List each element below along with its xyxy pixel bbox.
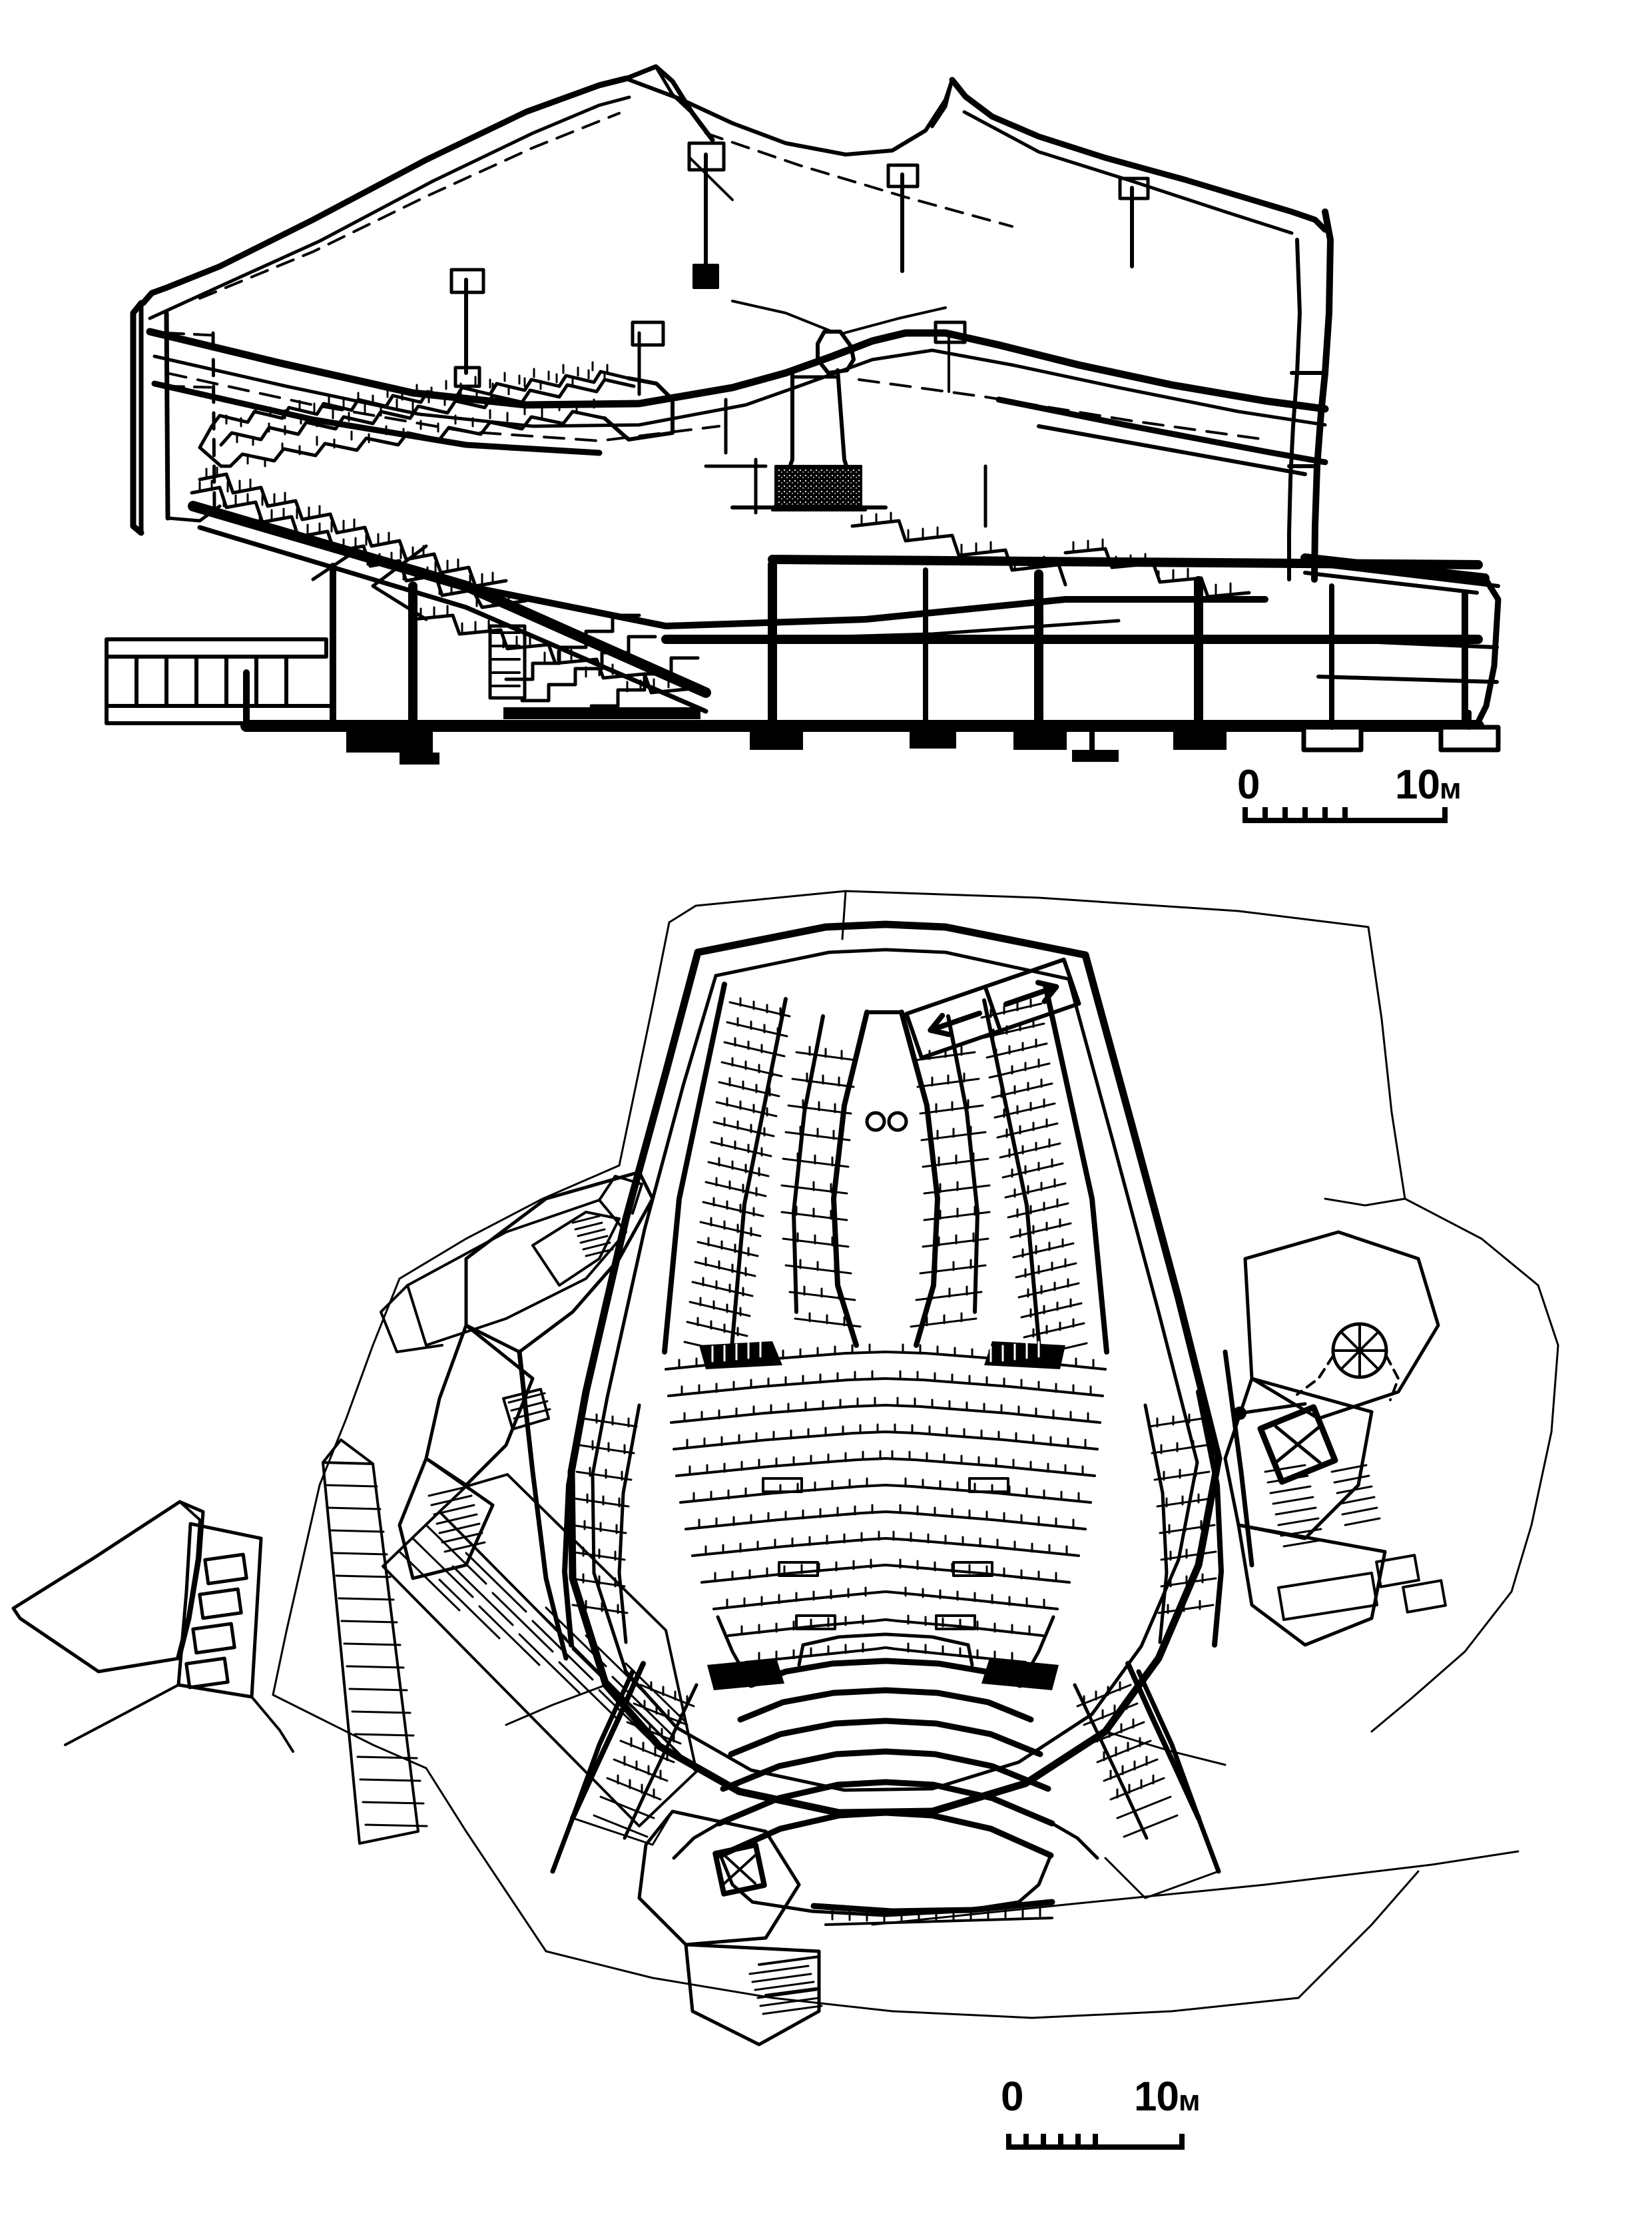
plan-scale-bar (989, 2123, 1268, 2170)
section-scale-end-label: 10м (1395, 762, 1462, 808)
section-scale-end-value: 10 (1395, 762, 1440, 808)
section-scale-bar (1225, 796, 1505, 843)
section-scale-unit: м (1439, 773, 1462, 805)
seating-block-left-inner (780, 1014, 862, 1328)
raked-floor-slab (188, 501, 1268, 714)
plan-scale-end-label: 10м (1134, 2074, 1201, 2120)
left-hatched-ramp (322, 1438, 428, 1845)
plan-geometry (11, 890, 1559, 2047)
right-end-wall (1287, 208, 1334, 583)
outbuilding-openings (184, 1552, 248, 1690)
roof-structure (140, 64, 1328, 320)
balcony-fascia (151, 380, 1328, 476)
gallery-block-left (562, 1389, 641, 1648)
south-lobby (637, 1809, 1055, 2047)
seating-block-upper-right (980, 983, 1109, 1359)
spiral-stair-icon (1296, 1322, 1400, 1401)
west-foyer (398, 1170, 655, 1580)
east-foyer (712, 1230, 1447, 1897)
gallery-block-right (1143, 1389, 1224, 1648)
section-geometry (105, 64, 1502, 765)
right-wing-floors (1316, 563, 1500, 684)
roof-hangers (449, 141, 1150, 388)
square-cross-symbol (712, 1842, 767, 1897)
section-figure (0, 0, 1652, 879)
northwest-annex (380, 1175, 643, 1353)
entry-door-marks (831, 1903, 1041, 1923)
plan-scale-zero-label: 0 (1001, 2074, 1023, 2120)
substructure-frame (240, 553, 1502, 732)
plan-scale-unit: м (1178, 2084, 1201, 2117)
plan-scale-end-value: 10 (1134, 2074, 1179, 2120)
vomitoria (699, 1341, 1065, 1690)
understage-stairs (488, 624, 527, 700)
stair-run-east (1264, 1464, 1381, 1548)
plan-thin-lines (505, 1684, 1227, 1899)
stair-run-west (427, 1485, 486, 1553)
seating-tier-upper (198, 361, 675, 468)
seating-block-center (665, 1343, 1107, 1664)
left-outbuilding (11, 1500, 294, 1753)
auditorium-shell-inner (591, 948, 1199, 1792)
diamond-cross-symbol (1257, 1404, 1338, 1485)
plan-misc-lines (517, 1349, 1254, 1874)
left-end-wall (130, 300, 222, 536)
section-details (311, 320, 987, 621)
stair-run-south (748, 1965, 823, 2015)
seating-block-upper-left (662, 982, 791, 1357)
section-scale-zero-label: 0 (1237, 762, 1260, 808)
site-outline (272, 890, 1559, 2019)
orchestra-podium (716, 1658, 1055, 1859)
foundation-pads (346, 710, 1501, 765)
central-aisle-wedge (831, 1010, 940, 1348)
left-balustrade (105, 637, 335, 725)
seating-block-right-inner (910, 1014, 991, 1328)
plan-figure (0, 886, 1652, 2215)
interior-stairs (503, 613, 700, 719)
